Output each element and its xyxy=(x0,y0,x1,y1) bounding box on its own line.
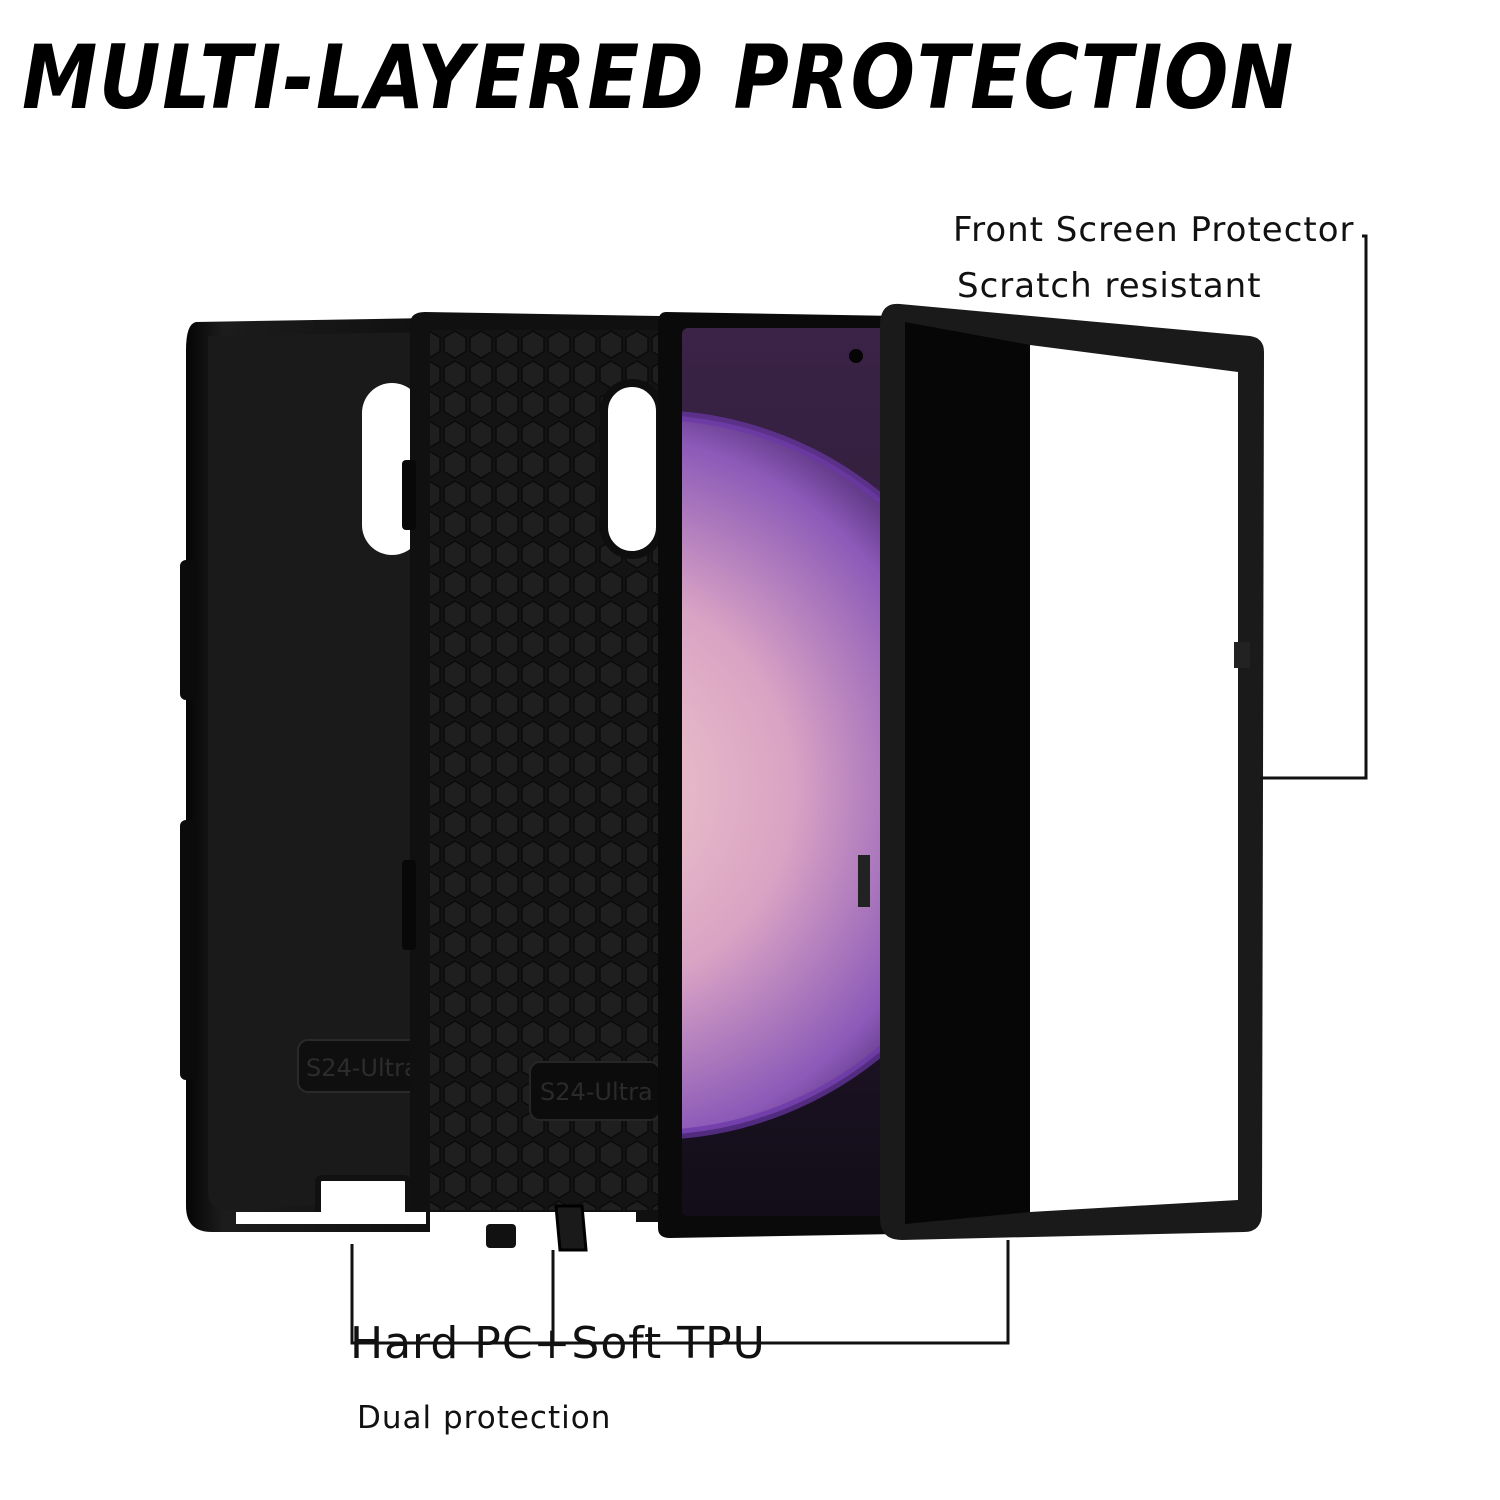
emboss-label: S24-Ultra xyxy=(306,1054,419,1082)
shell-title: Hard PC+Soft TPU xyxy=(350,1318,766,1369)
hard-shell-layer: S24-Ultra xyxy=(180,318,439,1232)
phone-screen xyxy=(658,312,906,1238)
emboss-label-tpu: S24-Ultra xyxy=(540,1078,653,1106)
shell-subtitle: Dual protection xyxy=(357,1400,612,1436)
front-frame-layer xyxy=(858,303,1264,1240)
tpu-honeycomb-layer: S24-Ultra xyxy=(402,312,672,1252)
callout-leader-lines xyxy=(350,234,1368,1345)
shell-leader xyxy=(350,1240,1010,1345)
front-protector-leader xyxy=(1260,234,1368,780)
front-protector-title: Front Screen Protector xyxy=(953,210,1355,250)
headline: MULTI-LAYERED PROTECTION xyxy=(22,26,1296,129)
front-protector-subtitle: Scratch resistant xyxy=(957,266,1262,306)
